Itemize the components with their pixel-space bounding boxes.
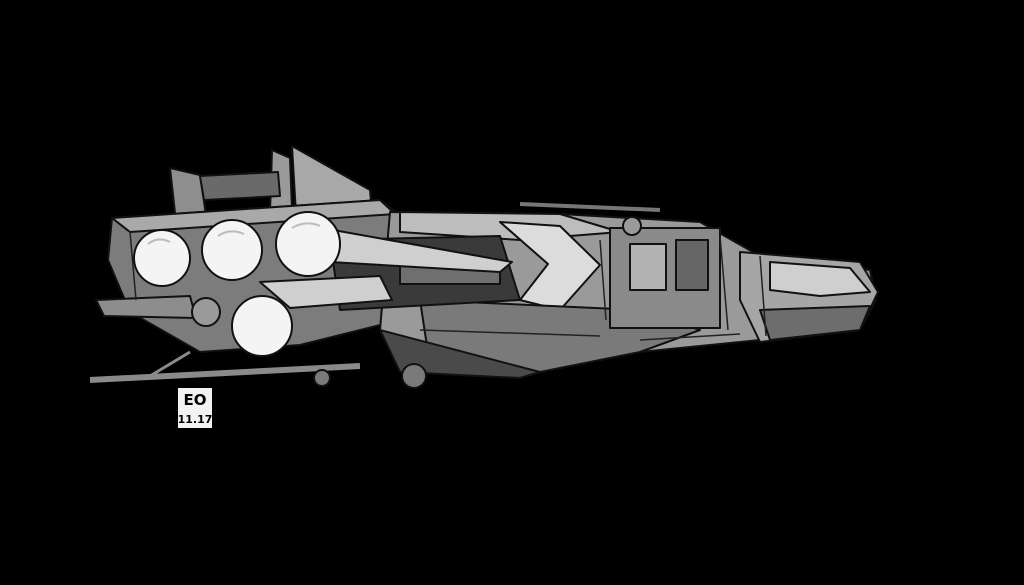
hull-panel-lines <box>129 231 767 341</box>
engine-glow-3 <box>275 211 341 277</box>
lower-boom-strut <box>149 350 191 378</box>
lower-blade <box>259 275 393 309</box>
forward-lower-panel <box>759 305 871 341</box>
artist-signature: EO 11.17 <box>178 388 213 428</box>
engine-glow-2 <box>201 219 263 281</box>
top-rail <box>199 171 281 201</box>
engine-glow-4 <box>231 295 293 357</box>
engine-glow-shine-2 <box>217 230 245 237</box>
top-antenna <box>519 202 661 212</box>
left-sponson <box>95 295 197 319</box>
spaceship <box>89 145 879 389</box>
mid-machinery-panel-2 <box>675 239 709 291</box>
engine-glow-shine-1 <box>147 238 171 245</box>
lower-wheel <box>401 363 427 389</box>
signature-box <box>178 388 212 428</box>
signature-date: 11.17 <box>178 413 213 426</box>
lower-hub <box>313 369 331 387</box>
forward-nose-detail <box>769 261 871 297</box>
mid-machinery-panel <box>629 243 667 291</box>
sponson-pod <box>191 297 221 327</box>
engine-glow-1 <box>133 229 191 287</box>
signature-initials: EO <box>184 391 207 409</box>
engine-glow-shine-3 <box>291 222 321 229</box>
lower-boom <box>89 363 361 383</box>
turret-top <box>622 216 642 236</box>
